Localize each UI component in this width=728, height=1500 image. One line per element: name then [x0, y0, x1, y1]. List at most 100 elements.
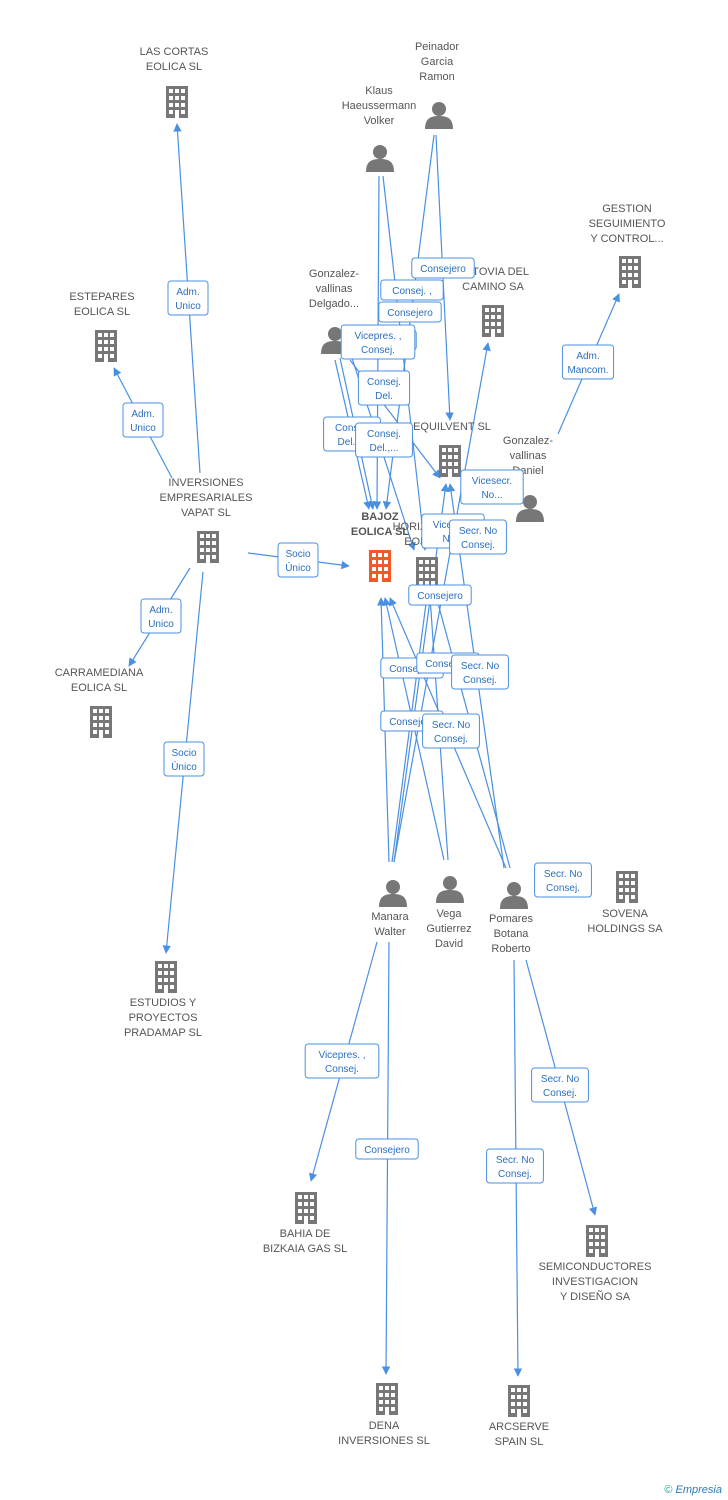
focus-building-icon	[369, 550, 391, 582]
person-icon	[425, 102, 453, 129]
node-label-line: EMPRESARIALES	[160, 492, 253, 504]
node-label-line: EOLICA SL	[351, 526, 410, 538]
edge-label-text: Único	[171, 760, 197, 773]
building-icon	[482, 305, 504, 337]
building-icon	[508, 1385, 530, 1417]
edge-label-vapat-estepares[interactable]: Adm.Unico	[122, 402, 164, 438]
edge-label-text: Consej.	[367, 429, 401, 440]
node-label-line: David	[435, 938, 463, 950]
node-label-line: BAJOZ	[361, 511, 399, 523]
edge-label-manara-autovia[interactable]: Vicesecr.No...	[460, 469, 524, 505]
edge-label-pomares-bajoz[interactable]: Secr. No Consej.	[451, 654, 509, 690]
edge-label-gonzalezdelgado-horizonte[interactable]: Consej.Del.	[357, 370, 411, 406]
node-label-line: ESTEPARES	[69, 291, 134, 303]
edge-label-text: Consejero	[425, 659, 471, 670]
edge-labels-layer: Adm.UnicoAdm.UnicoSocioÚnicoAdm.UnicoSoc…	[122, 257, 615, 1184]
edge-label-text: Único	[285, 561, 311, 574]
node-label-line: INVESTIGACION	[552, 1276, 638, 1288]
edge-label-text: Consej.	[367, 377, 401, 388]
edge-label-klaus-bajoz[interactable]: Consejero	[378, 301, 442, 323]
node-gonzalezdelgado[interactable]: Gonzalez-vallinasDelgado...	[309, 268, 359, 354]
node-label-line: BAHIA DE	[280, 1228, 331, 1240]
edge-label-text: Consej. ,	[392, 286, 431, 297]
edge-label-text: Socio	[171, 748, 196, 759]
edge-label-gonzalezdelgado-bajoz[interactable]: Vicepres. ,Consej.	[340, 324, 416, 360]
edge-label-text: Consejero	[417, 591, 463, 602]
node-label-line: Gonzalez-	[503, 435, 553, 447]
edge-label-manara-bahia[interactable]: Vicepres. ,Consej.	[304, 1043, 380, 1079]
edge-label-pomares-sovena[interactable]: Secr. No Consej.	[534, 862, 592, 898]
building-icon	[619, 256, 641, 288]
edge-label-text: Consej.	[461, 540, 495, 551]
node-label-line: vallinas	[316, 283, 353, 295]
node-bajoz[interactable]: BAJOZ EOLICA SL	[351, 511, 410, 582]
building-icon	[295, 1192, 317, 1224]
edge-label-text: Consejero	[389, 717, 435, 728]
node-label-line: Ramon	[419, 71, 454, 83]
edge-label-text: Consej.	[546, 883, 580, 894]
node-label-line: EOLICA SL	[71, 682, 127, 694]
person-icon	[379, 880, 407, 907]
node-equilvent[interactable]: EQUILVENT SL	[413, 421, 491, 477]
edge-label-peinador-bajoz[interactable]: Consejero	[411, 257, 475, 279]
node-label-line: Klaus	[365, 85, 393, 97]
edge-label-vapat-carramediana[interactable]: Adm.Unico	[140, 598, 182, 634]
node-label-line: Y DISEÑO SA	[560, 1290, 631, 1303]
node-label-line: HOLDINGS SA	[587, 923, 663, 935]
edge-label-text: Secr. No	[461, 661, 500, 672]
edge-label-peinador-equilvent[interactable]: Consej. ,	[380, 279, 444, 301]
node-label-line: CAMINO SA	[462, 281, 524, 293]
edge-label-vega-horizonte[interactable]: Consejero	[408, 584, 472, 606]
edge-label-text: Consej.	[463, 675, 497, 686]
node-label-line: INVERSIONES	[168, 477, 243, 489]
building-icon	[90, 706, 112, 738]
edge-label-text: Secr. No	[541, 1074, 580, 1085]
node-label-line: Roberto	[491, 943, 530, 955]
edge-label-gonzalezdaniel-gestion[interactable]: Adm.Mancom.	[561, 344, 615, 380]
edge-label-manara-dena[interactable]: Consejero	[355, 1138, 419, 1160]
building-icon	[376, 1383, 398, 1415]
node-label-line: EOLICA SL	[146, 61, 202, 73]
edge-label-text: Consej.	[434, 734, 468, 745]
edge-label-text: Consejero	[420, 264, 466, 275]
node-label-line: SEGUIMIENTO	[589, 218, 666, 230]
node-label-line: Peinador	[415, 41, 459, 53]
edge-label-gonzalezdelgado-equilvent[interactable]: Consej.Del.,...	[355, 422, 413, 458]
node-label-line: Delgado...	[309, 298, 359, 310]
edge-label-text: No...	[481, 490, 502, 501]
footer-brand[interactable]: ©Empresia	[664, 1484, 722, 1496]
edge-label-text: Unico	[148, 619, 174, 630]
node-label-line: Gonzalez-	[309, 268, 359, 280]
person-icon	[436, 876, 464, 903]
building-icon	[616, 871, 638, 903]
edge-label-text: Secr. No	[496, 1155, 535, 1166]
edge-label-vapat-lascortas[interactable]: Adm.Unico	[167, 280, 209, 316]
edge-label-text: Secr. No	[544, 869, 583, 880]
node-label-line: Vega	[436, 908, 462, 920]
